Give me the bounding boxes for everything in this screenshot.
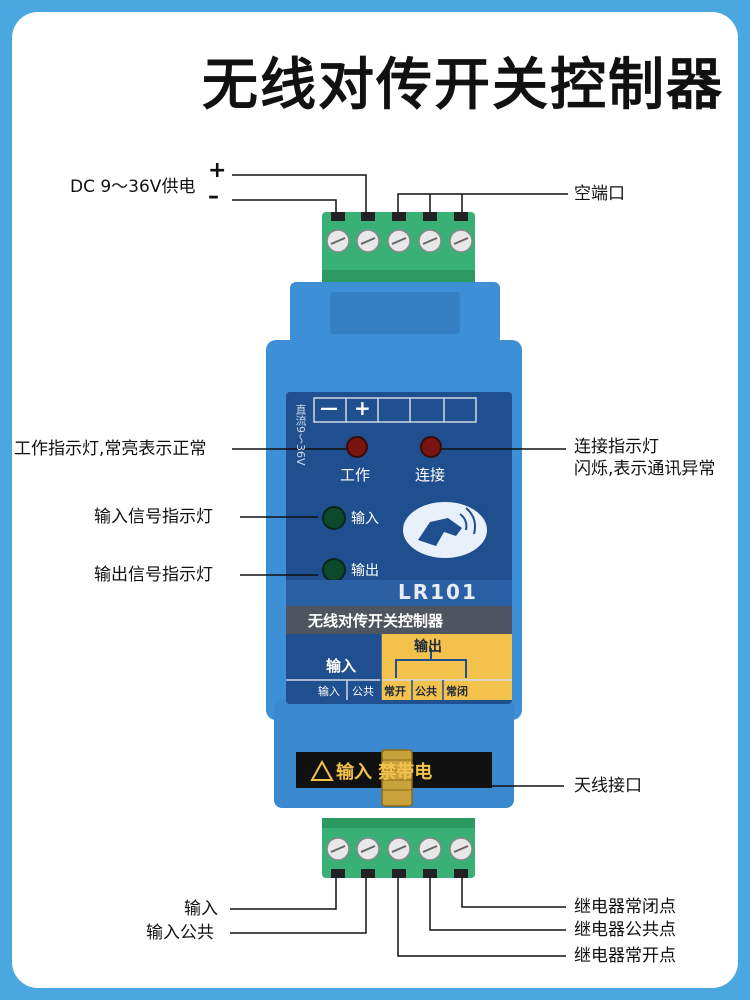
term-nc-label: 常闭 [446,685,468,698]
name-band [286,606,512,634]
power-label: DC 9～36V供电 [70,177,196,197]
section-output-label: 输出 [414,639,442,655]
power-minus-symbol: – [208,184,219,209]
led-work [346,436,368,458]
led-output [322,558,346,582]
top-terminal-slots [330,237,469,245]
power-plus-symbol: + [208,158,227,183]
input-led-label: 输入信号指示灯 [94,507,213,527]
panel-terminal-plus: + [354,396,371,420]
led-input-label: 输入 [351,511,379,527]
relay-no-label: 继电器常开点 [574,946,676,966]
output-led-label: 输出信号指示灯 [94,565,213,585]
term-common-in-label: 公共 [352,685,374,698]
model-band [286,580,512,606]
work-led-label: 工作指示灯,常亮表示正常 [14,439,207,459]
connect-led-label-line1: 连接指示灯 [574,437,659,457]
term-input-label: 输入 [318,685,340,698]
product-name-label: 无线对传开关控制器 [308,612,444,630]
relay-com-label: 继电器公共点 [574,920,676,940]
input-terminal-label: 输入 [184,899,218,919]
led-connect [420,436,442,458]
term-no-label: 常开 [384,685,406,698]
section-input-label: 输入 [326,657,357,675]
panel-terminal-minus: — [320,398,338,419]
led-output-label: 输出 [351,563,379,579]
term-common-out-label: 公共 [415,685,437,698]
antenna-port-label: 天线接口 [574,776,642,796]
output-section [381,634,512,700]
page-title: 无线对传开关控制器 [202,53,724,118]
leader-lines [230,174,568,957]
input-common-label: 输入公共 [146,923,214,943]
relay-nc-label: 继电器常闭点 [574,897,676,917]
model-label: LR101 [398,580,478,604]
led-connect-label: 连接 [415,466,446,484]
empty-port-label: 空端口 [574,184,625,204]
antenna-connector [381,749,413,807]
connect-led-label-line2: 闪烁,表示通讯异常 [574,459,716,479]
panel-vertical-text: 直流9～36V [294,404,307,466]
logo-registered-mark: ® [476,502,488,516]
warning-label: 输入 禁带电 [336,762,433,783]
panel-terminal-strip [313,397,477,423]
led-input [322,506,346,530]
led-work-label: 工作 [340,466,371,484]
top-terminal-holes [331,212,468,221]
